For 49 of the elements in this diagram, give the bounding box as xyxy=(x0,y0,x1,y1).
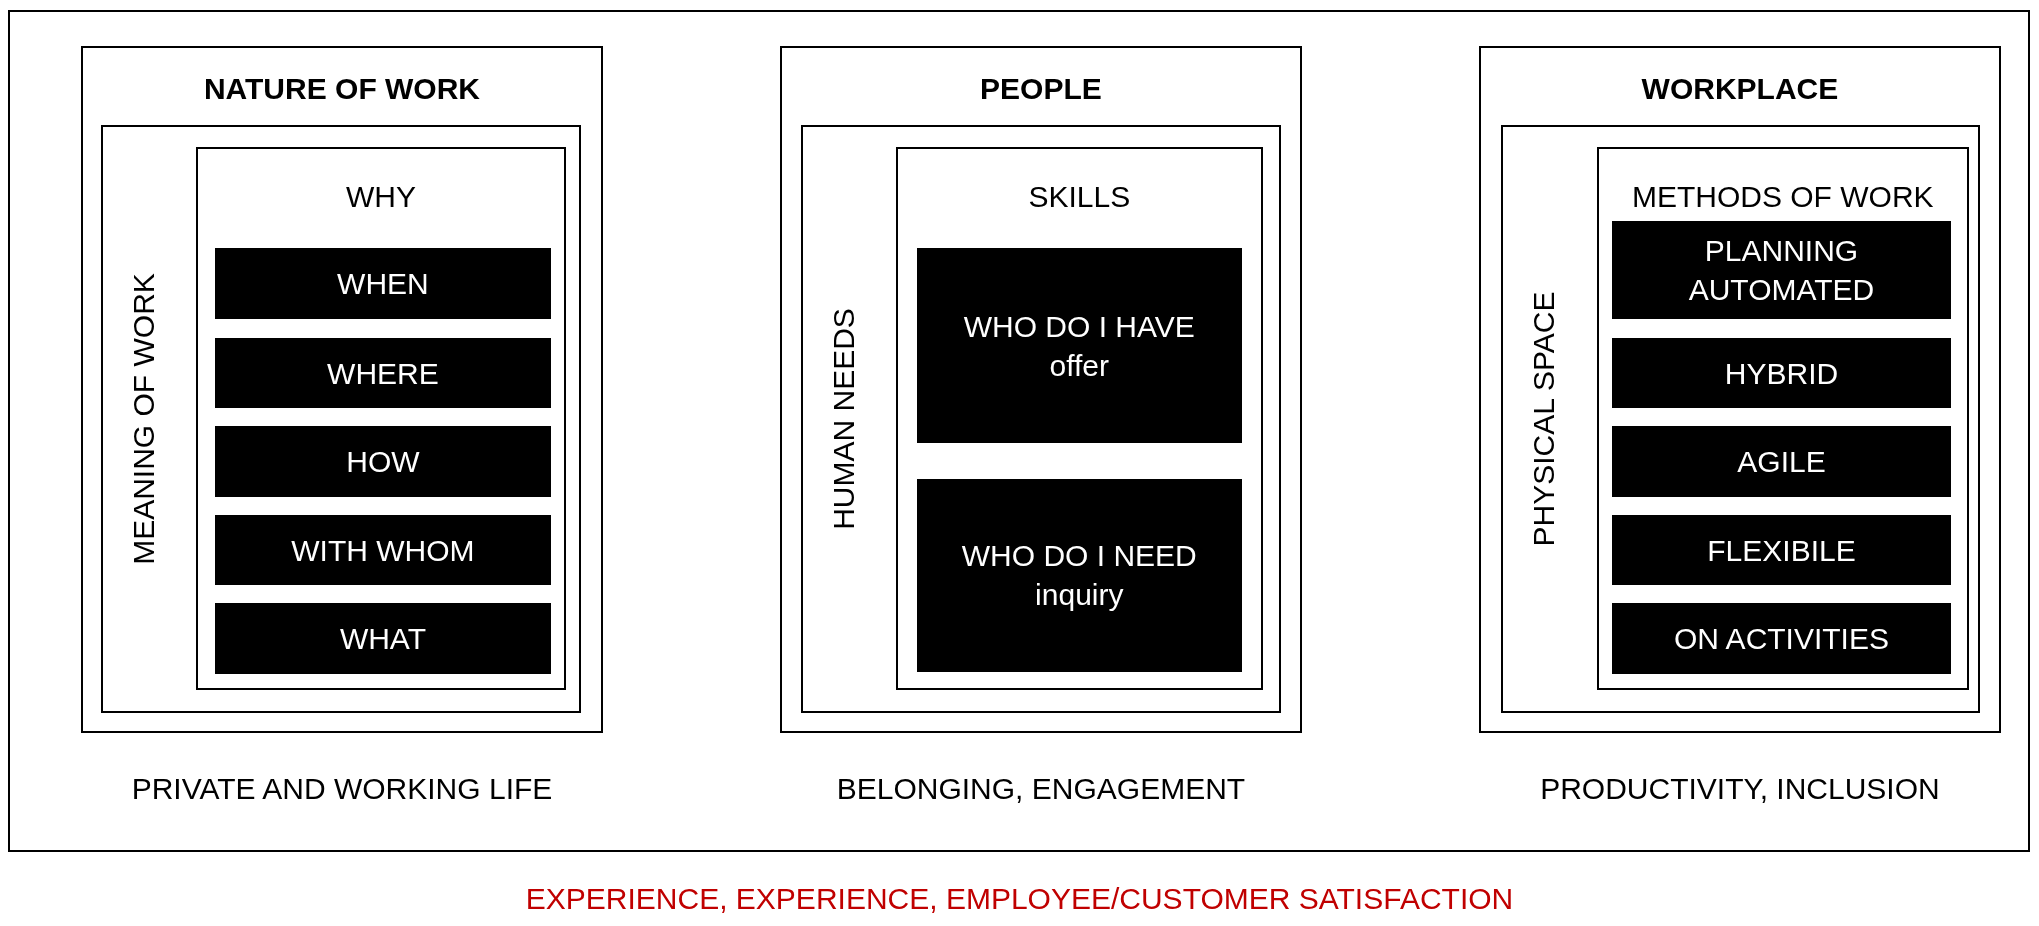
group-box xyxy=(101,124,582,713)
item-box xyxy=(214,248,552,319)
item-box xyxy=(214,426,552,497)
column-caption: PRIVATE AND WORKING LIFE xyxy=(131,772,553,807)
group-box xyxy=(196,146,566,691)
item-box xyxy=(214,603,552,674)
column-caption: PRODUCTIVITY, INCLUSION xyxy=(1540,772,1940,807)
column-heading: NATURE OF WORK xyxy=(202,71,482,108)
item-label: HYBRID xyxy=(1724,355,1839,392)
item-label: WITH WHOM xyxy=(291,532,475,569)
group-box xyxy=(1500,124,1981,713)
item-box xyxy=(916,478,1242,673)
item-label: WHAT xyxy=(339,620,426,657)
item-box xyxy=(916,248,1242,444)
group-heading: MEANING OF WORK xyxy=(127,272,162,565)
group-heading: SKILLS xyxy=(1027,179,1132,215)
item-box xyxy=(214,338,552,409)
group-box xyxy=(80,45,604,734)
item-box xyxy=(1612,426,1951,497)
frame-box xyxy=(7,10,2030,852)
item-box xyxy=(1612,338,1951,409)
group-heading: HUMAN NEEDS xyxy=(827,307,861,530)
group-box xyxy=(1596,146,1969,691)
item-label: PLANNING AUTOMATED xyxy=(1687,232,1876,308)
group-heading: METHODS OF WORK xyxy=(1630,179,1935,215)
item-sublabel: offer xyxy=(1049,347,1110,384)
column-caption: BELONGING, ENGAGEMENT xyxy=(836,772,1246,807)
item-label: AGILE xyxy=(1737,444,1826,481)
caption: EXPERIENCE, EXPERIENCE, EMPLOYEE/CUSTOMER SATISFACTION xyxy=(525,882,1514,916)
item-label: WHO DO I NEED xyxy=(961,538,1197,575)
item-label: WHEN xyxy=(337,265,429,302)
item-box xyxy=(1612,221,1951,319)
item-label: ON ACTIVITIES xyxy=(1673,620,1889,657)
item-label: FLEXIBILE xyxy=(1707,532,1856,569)
group-box xyxy=(1478,45,2002,734)
item-label: WHO DO I HAVE xyxy=(963,308,1195,345)
group-heading: PHYSICAL SPACE xyxy=(1526,291,1561,547)
group-heading: WHY xyxy=(344,179,417,215)
column-heading: WORKPLACE xyxy=(1640,71,1840,108)
column-heading: PEOPLE xyxy=(979,71,1103,108)
item-sublabel: inquiry xyxy=(1035,577,1124,614)
group-box xyxy=(895,146,1263,691)
group-box xyxy=(801,124,1281,713)
item-label: WHERE xyxy=(327,355,439,392)
item-box xyxy=(1612,514,1951,586)
item-label: HOW xyxy=(346,444,420,481)
item-box xyxy=(214,514,552,586)
item-box xyxy=(1612,603,1951,674)
group-box xyxy=(780,45,1302,734)
